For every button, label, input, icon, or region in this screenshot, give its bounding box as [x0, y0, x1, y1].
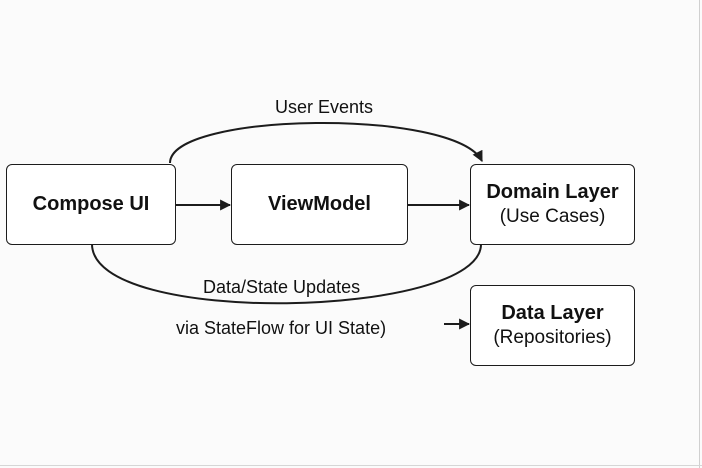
domain-layer-box: Domain Layer (Use Cases) [470, 164, 635, 245]
frame-border-right [699, 0, 700, 468]
compose-ui-box: Compose UI [6, 164, 176, 245]
frame-border-bottom [0, 465, 702, 466]
domain-layer-title: Domain Layer [486, 181, 619, 203]
compose-ui-title: Compose UI [32, 193, 150, 215]
viewmodel-title: ViewModel [268, 193, 371, 215]
arrow-data-state-updates [91, 243, 483, 305]
viewmodel-box: ViewModel [231, 164, 408, 245]
data-layer-title: Data Layer [501, 302, 604, 324]
data-layer-subtitle: (Repositories) [493, 327, 612, 348]
stateflow-label: via StateFlow for UI State) [176, 318, 387, 338]
arrow-user-events [169, 122, 483, 164]
user-events-label: User Events [275, 97, 374, 117]
domain-layer-subtitle: (Use Cases) [499, 206, 606, 227]
data-layer-box: Data Layer (Repositories) [470, 285, 635, 366]
data-state-updates-label: Data/State Updates [203, 277, 361, 297]
